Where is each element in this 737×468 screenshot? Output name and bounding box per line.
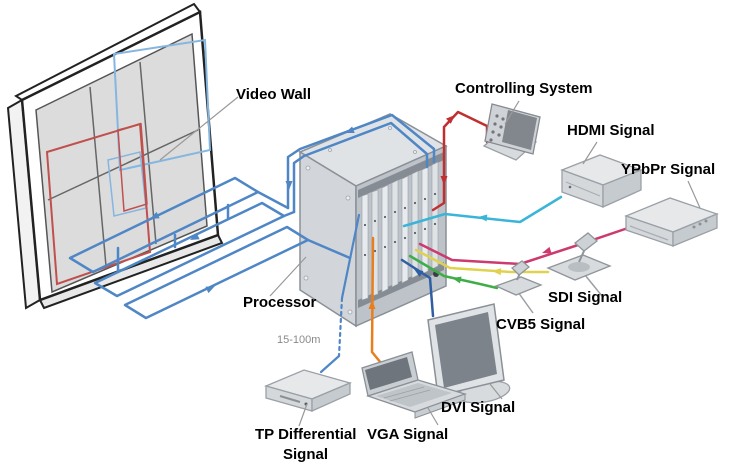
leader-processor xyxy=(269,256,307,297)
leader-vga xyxy=(427,407,439,426)
label-tp-differential-line1: TP Differential xyxy=(255,426,357,443)
processor-rail-top xyxy=(358,152,444,198)
hdmi-box-side xyxy=(602,169,642,209)
arrow xyxy=(190,232,200,240)
leader-tp xyxy=(298,403,308,427)
controlling-system-device xyxy=(482,103,541,161)
grid-line xyxy=(47,129,199,201)
sdi-camera-base-ring xyxy=(568,262,590,272)
ypbpr-box-slot xyxy=(629,225,669,241)
wall-cable-loop-inner xyxy=(123,225,310,320)
label-distance-range: 15-100m xyxy=(277,334,321,346)
dvi-monitor-device xyxy=(427,303,511,404)
label-cvbs-signal: CVB5 Signal xyxy=(496,316,586,333)
control-panel-buttons xyxy=(489,114,505,142)
arrow xyxy=(368,300,376,309)
arrow xyxy=(542,246,552,254)
label-video-wall: Video Wall xyxy=(236,86,312,103)
label-tp-differential-line2: Signal xyxy=(283,446,329,463)
wall-cables xyxy=(68,113,436,320)
vga-laptop-device xyxy=(361,351,468,419)
ypbpr-source-device xyxy=(624,197,719,247)
label-vga-signal: VGA Signal xyxy=(367,426,449,443)
keyboard-row xyxy=(383,386,425,399)
wall-cable-link-3 xyxy=(306,238,352,260)
leader-controlling-system xyxy=(504,100,520,125)
sdi-camera-device xyxy=(546,232,612,297)
tp-cable-solid-bottom xyxy=(319,354,341,374)
wall-screen-area xyxy=(35,32,208,294)
arrow xyxy=(414,269,424,277)
cvbs-camera-mount xyxy=(517,291,534,314)
chassis-screws xyxy=(303,126,417,315)
wall-cable-loop-middle xyxy=(93,201,286,298)
vga-cable xyxy=(370,236,383,365)
label-controlling-system: Controlling System xyxy=(455,80,593,97)
video-wall xyxy=(6,2,224,310)
tp-cable-dashed xyxy=(337,296,344,358)
laptop-keyboard xyxy=(376,383,452,407)
label-hdmi-signal: HDMI Signal xyxy=(567,122,655,139)
dvi-cable xyxy=(400,258,435,318)
label-dvi-signal: DVI Signal xyxy=(441,399,516,416)
keyboard-row xyxy=(389,389,431,402)
arrow xyxy=(440,176,448,185)
hdmi-box-led xyxy=(568,185,572,189)
label-ypbpr-signal: YPbPr Signal xyxy=(621,161,716,178)
arrow xyxy=(446,115,455,124)
cvbs-camera-device xyxy=(494,260,543,314)
wall-cable-link-2 xyxy=(282,210,296,218)
monitor-screen xyxy=(435,312,497,388)
leader-video-wall xyxy=(159,96,239,161)
tp-box-port xyxy=(279,395,301,403)
control-panel-screen xyxy=(502,110,537,150)
leader-hdmi xyxy=(582,141,598,165)
sdi-camera-head xyxy=(573,232,599,252)
processor-card-slots xyxy=(361,161,439,301)
arrow xyxy=(285,181,293,190)
laptop-front-lip xyxy=(414,393,466,419)
ypbpr-cable xyxy=(418,226,630,266)
wall-cable-loop-outer xyxy=(68,176,260,274)
sdi-camera-neck xyxy=(578,250,585,263)
laptop-screen xyxy=(365,357,412,390)
ypbpr-box-ports xyxy=(692,219,708,229)
sdi-cable xyxy=(414,248,550,274)
cvbs-camera-head xyxy=(510,260,531,276)
window-overlay-red-large xyxy=(45,122,152,286)
arrow xyxy=(492,268,502,276)
label-sdi-signal: SDI Signal xyxy=(548,289,623,306)
leader-dvi xyxy=(489,383,503,400)
cvbs-cable xyxy=(408,254,499,290)
leader-lines xyxy=(159,96,701,427)
tp-differential-device xyxy=(264,369,352,413)
tp-box-side xyxy=(311,382,351,413)
label-processor: Processor xyxy=(243,294,317,311)
hdmi-box-vent xyxy=(565,181,601,197)
arrow xyxy=(478,214,488,222)
arrow xyxy=(345,126,355,134)
window-overlay-red-small xyxy=(117,123,148,212)
slot-connector-dots xyxy=(363,192,437,257)
arrow xyxy=(205,286,215,294)
arrow xyxy=(452,276,462,284)
leader-ypbpr xyxy=(687,180,701,209)
wall-cable-link-1 xyxy=(256,190,290,210)
tp-cable-solid-top xyxy=(340,213,361,300)
sdi-camera-mount xyxy=(584,274,603,297)
arrow xyxy=(150,211,160,219)
cvbs-camera-base xyxy=(494,276,543,296)
hdmi-source-device xyxy=(560,154,643,209)
wall-cable-over-top-2 xyxy=(292,121,429,214)
flow-arrows xyxy=(150,115,552,309)
wall-cable-over-top-1 xyxy=(286,113,436,210)
